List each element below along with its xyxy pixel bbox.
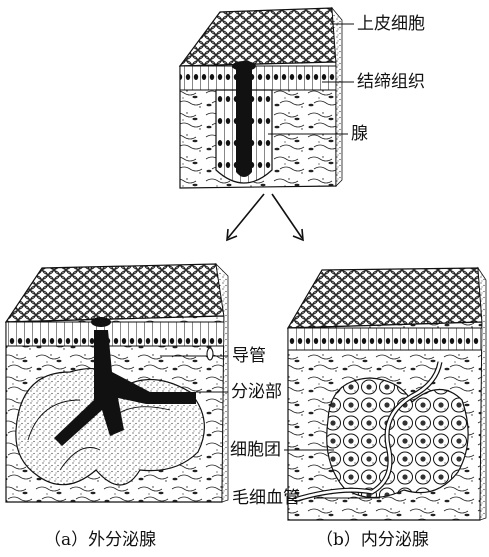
exocrine-block	[6, 264, 228, 502]
label-cell-cluster: 细胞团	[230, 440, 281, 460]
arrow-to-endocrine	[272, 194, 302, 238]
endocrine-block	[288, 268, 486, 520]
cell-cluster	[327, 378, 468, 498]
top-tissue-block	[180, 8, 342, 188]
caption-exocrine: （a）外分泌腺	[44, 530, 156, 550]
label-connective-tissue: 结缔组织	[357, 72, 425, 92]
arrows	[227, 194, 303, 240]
label-epithelium: 上皮细胞	[357, 14, 425, 34]
arrow-to-exocrine	[228, 194, 264, 238]
label-gland: 腺	[351, 124, 368, 144]
label-secretory-part: 分泌部	[231, 382, 282, 402]
caption-endocrine: （b）内分泌腺	[316, 530, 429, 550]
arrow-head-right	[293, 229, 303, 240]
label-capillary: 毛细血管	[232, 488, 300, 508]
label-duct: 导管	[232, 346, 266, 366]
